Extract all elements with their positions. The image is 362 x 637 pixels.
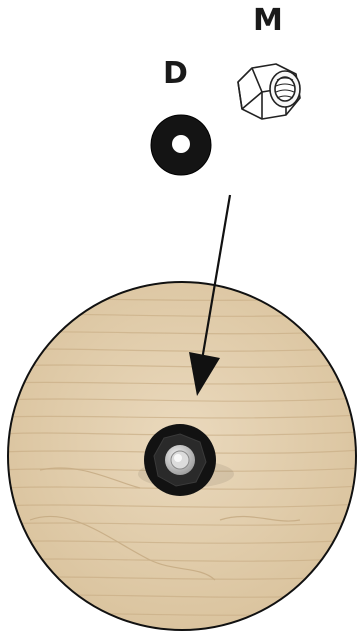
hex-lock-nut-icon [238,64,300,119]
flat-washer-icon [151,115,211,175]
